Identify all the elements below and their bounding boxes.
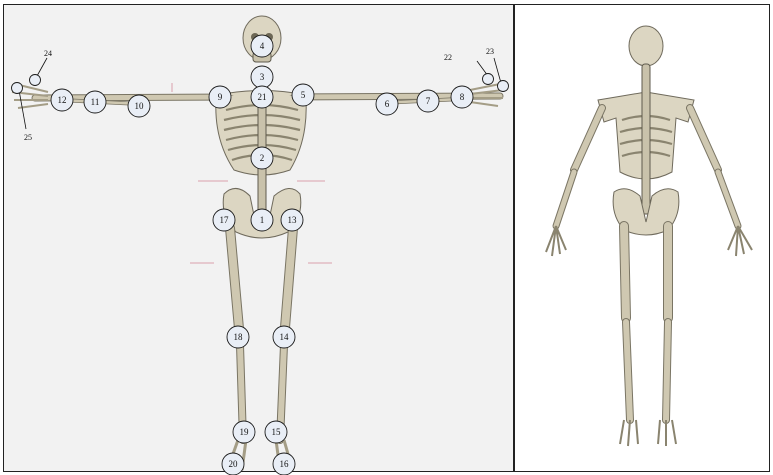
joint-marker-19: 19: [233, 421, 255, 443]
svg-text:4: 4: [260, 41, 265, 51]
svg-text:5: 5: [301, 90, 306, 100]
joint-marker-3: 3: [251, 66, 273, 88]
svg-text:2: 2: [260, 153, 265, 163]
joint-marker-6: 6: [376, 93, 398, 115]
joint-marker-8: 8: [451, 86, 473, 108]
svg-text:18: 18: [234, 332, 244, 342]
joint-marker-10: 10: [128, 95, 150, 117]
joint-marker-9: 9: [209, 86, 231, 108]
label-24: 24: [44, 49, 52, 58]
joint-marker-12: 12: [51, 89, 73, 111]
joint-marker-13: 13: [281, 209, 303, 231]
svg-text:3: 3: [260, 72, 265, 82]
svg-text:15: 15: [272, 427, 282, 437]
svg-text:16: 16: [280, 459, 290, 469]
joint-marker-5: 5: [292, 84, 314, 106]
svg-text:21: 21: [258, 92, 267, 102]
joint-marker-20: 20: [222, 453, 244, 475]
joint-marker-4: 4: [251, 35, 273, 57]
svg-text:13: 13: [288, 215, 298, 225]
svg-text:7: 7: [426, 96, 431, 106]
svg-text:19: 19: [240, 427, 250, 437]
joint-marker-1: 1: [251, 209, 273, 231]
label-23: 23: [486, 47, 494, 56]
svg-text:11: 11: [91, 97, 100, 107]
svg-text:1: 1: [260, 215, 265, 225]
fingertip-marker-22: [483, 74, 494, 85]
joint-marker-17: 17: [213, 209, 235, 231]
fingertip-marker-25: [12, 83, 23, 94]
joint-marker-7: 7: [417, 90, 439, 112]
joint-marker-11: 11: [84, 91, 106, 113]
joint-marker-14: 14: [273, 326, 295, 348]
joint-marker-16: 16: [273, 453, 295, 475]
label-25: 25: [24, 133, 32, 142]
label-22: 22: [444, 53, 452, 62]
svg-text:17: 17: [220, 215, 230, 225]
svg-text:14: 14: [280, 332, 290, 342]
svg-text:10: 10: [135, 101, 145, 111]
fingertip-marker-24: [30, 75, 41, 86]
svg-text:8: 8: [460, 92, 465, 102]
svg-text:6: 6: [385, 99, 390, 109]
svg-text:9: 9: [218, 92, 223, 102]
fingertip-marker-23: [498, 81, 509, 92]
joint-marker-2: 2: [251, 147, 273, 169]
svg-text:20: 20: [229, 459, 239, 469]
joint-marker-15: 15: [265, 421, 287, 443]
joint-marker-21: 21: [251, 86, 273, 108]
svg-text:12: 12: [58, 95, 67, 105]
joint-marker-18: 18: [227, 326, 249, 348]
